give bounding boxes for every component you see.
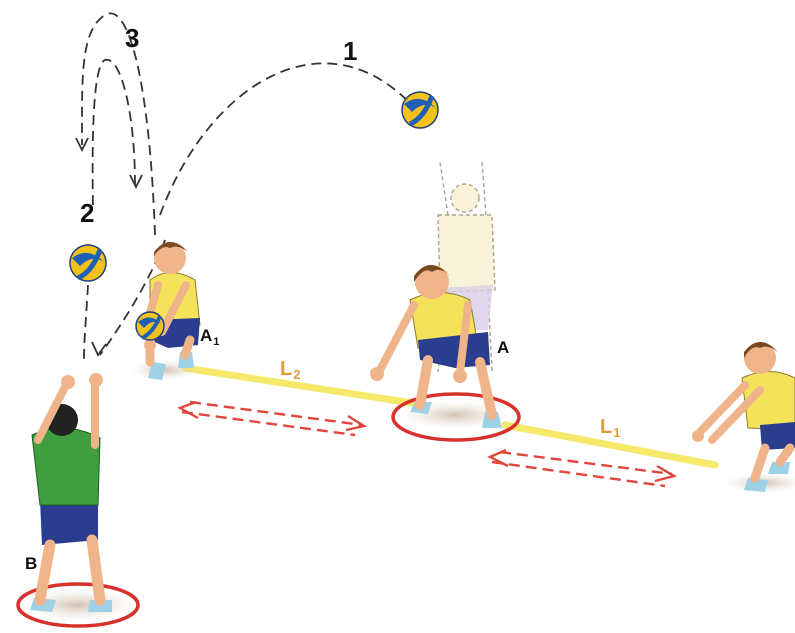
ball-a1 [136,312,164,340]
ball-left [70,245,106,281]
arrowhead-traj-down [92,342,106,355]
movement-arrows-l2 [182,402,362,435]
trajectories [82,13,418,360]
player-label-a: A [497,338,509,358]
distance-label-l2-letter: L [280,358,292,380]
arrowhead-l2-left [180,402,198,418]
player-b [30,373,112,612]
distance-label-l1-sub: 1 [613,425,620,440]
trajectory-3-inner [93,60,135,210]
movement-arrows-l1 [492,452,672,486]
trajectory-label-3: 3 [125,23,139,54]
arrowhead-l1-right [655,466,674,481]
player-a1 [144,242,200,380]
distance-label-l2-sub: 2 [293,367,300,382]
distance-label-l1-letter: L [600,416,612,438]
trajectory-2 [84,285,88,360]
distance-label-l1: L1 [600,416,620,440]
court-line-l2 [185,368,425,405]
player-label-a1-sub: 1 [213,336,219,348]
player-label-b: B [25,554,37,574]
player-label-a1: A1 [200,326,219,348]
ball-top [402,92,438,128]
trajectory-1 [160,63,418,215]
trajectory-label-2: 2 [80,198,94,229]
trajectory-label-1: 1 [343,36,357,67]
player-right [692,342,795,492]
distance-label-l2: L2 [280,358,300,382]
player-label-a1-letter: A [200,326,212,345]
arrowhead-traj-mid [130,175,142,187]
